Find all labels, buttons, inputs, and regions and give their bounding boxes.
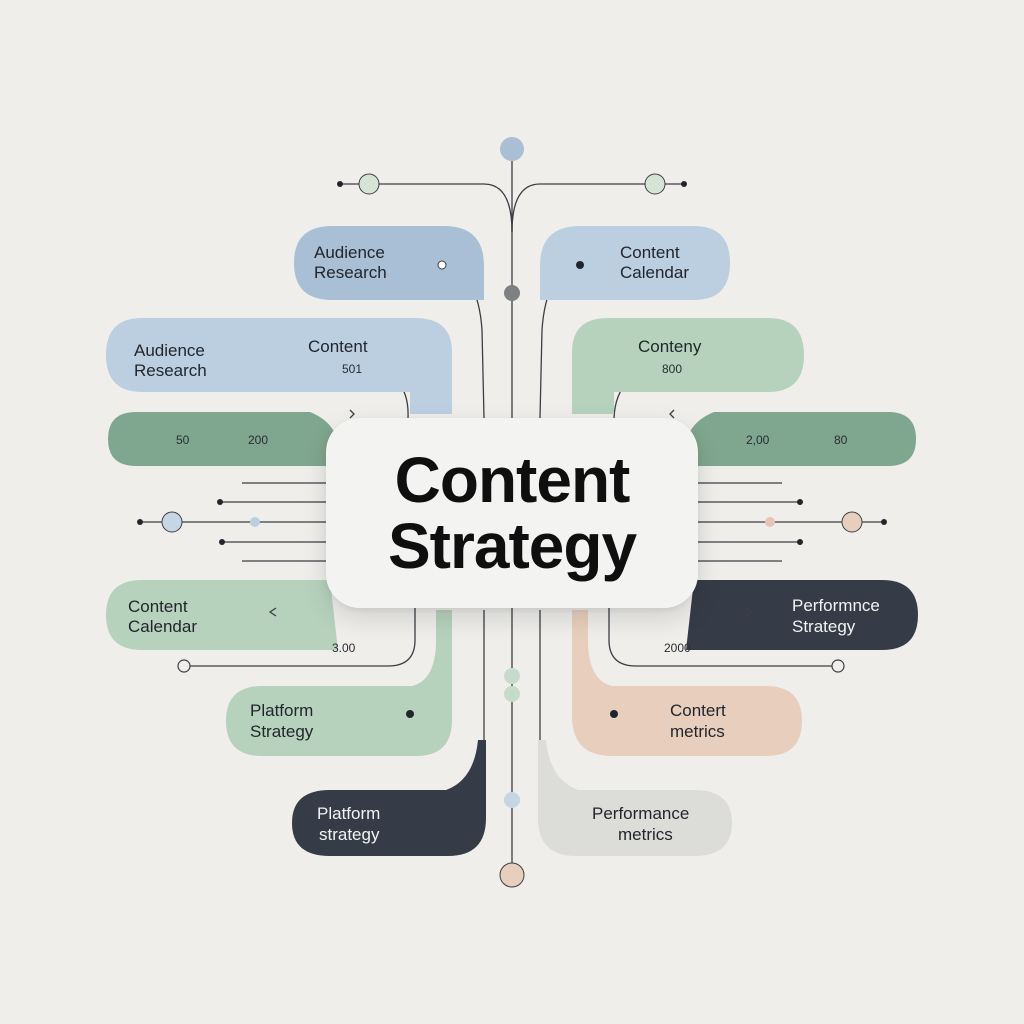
node-left-bottom-line2: strategy: [319, 825, 380, 844]
node-right-fourth: Performnce Strategy 2000: [664, 580, 918, 655]
node-left-fifth-line1: Platform: [250, 701, 313, 720]
node-right-second-label: Conteny: [638, 337, 702, 356]
node-left-second-line1: Audience: [134, 341, 205, 360]
node-right-third-value-a: 2,00: [746, 433, 770, 447]
diagram-title-line1: Content: [394, 444, 631, 516]
node-left-fourth-line2: Calendar: [128, 617, 197, 636]
node-right-third-value-b: 80: [834, 433, 848, 447]
node-left-top-line1: Audience: [314, 243, 385, 262]
node-left-fifth-line2: Strategy: [250, 722, 314, 741]
node-right-fifth-line2: metrics: [670, 722, 725, 741]
node-right-top: Content Calendar: [540, 226, 730, 300]
node-left-fourth: Content Calendar 3.00: [106, 580, 356, 655]
diagram-title: Content Strategy: [387, 444, 637, 582]
node-right-bottom: Performance metrics: [538, 740, 732, 856]
node-left-fifth: Platform Strategy: [226, 610, 452, 756]
connector-dots: [137, 137, 887, 888]
node-right-fifth: Contert metrics: [572, 610, 802, 756]
node-left-bottom: Platform strategy: [292, 740, 486, 856]
node-left-second: Audience Research Content 501: [106, 318, 452, 414]
node-left-fourth-line1: Content: [128, 597, 188, 616]
node-right-fifth-line1: Contert: [670, 701, 726, 720]
node-right-third: 2,00 80: [688, 412, 916, 466]
node-right-fourth-value: 2000: [664, 641, 691, 655]
node-right-second: Conteny 800: [572, 318, 804, 414]
diagram-title-line2: Strategy: [387, 510, 637, 582]
node-right-fourth-line1: Performnce: [792, 596, 880, 615]
central-title-card: Content Strategy: [326, 418, 698, 608]
node-left-fourth-value: 3.00: [332, 641, 356, 655]
node-right-top-line1: Content: [620, 243, 680, 262]
node-left-top: Audience Research: [294, 226, 484, 300]
node-left-top-line2: Research: [314, 263, 387, 282]
node-right-bottom-line2: metrics: [618, 825, 673, 844]
node-right-top-line2: Calendar: [620, 263, 689, 282]
node-left-third: 50 200: [108, 412, 336, 466]
node-left-third-value-b: 200: [248, 433, 268, 447]
node-right-fourth-line2: Strategy: [792, 617, 856, 636]
node-left-third-value-a: 50: [176, 433, 190, 447]
node-right-bottom-line1: Performance: [592, 804, 689, 823]
node-left-second-sub-value: 501: [342, 362, 362, 376]
node-left-bottom-line1: Platform: [317, 804, 380, 823]
arrow-heads: [268, 409, 754, 617]
node-left-second-sub-label: Content: [308, 337, 368, 356]
node-left-second-line2: Research: [134, 361, 207, 380]
node-right-second-value: 800: [662, 362, 682, 376]
